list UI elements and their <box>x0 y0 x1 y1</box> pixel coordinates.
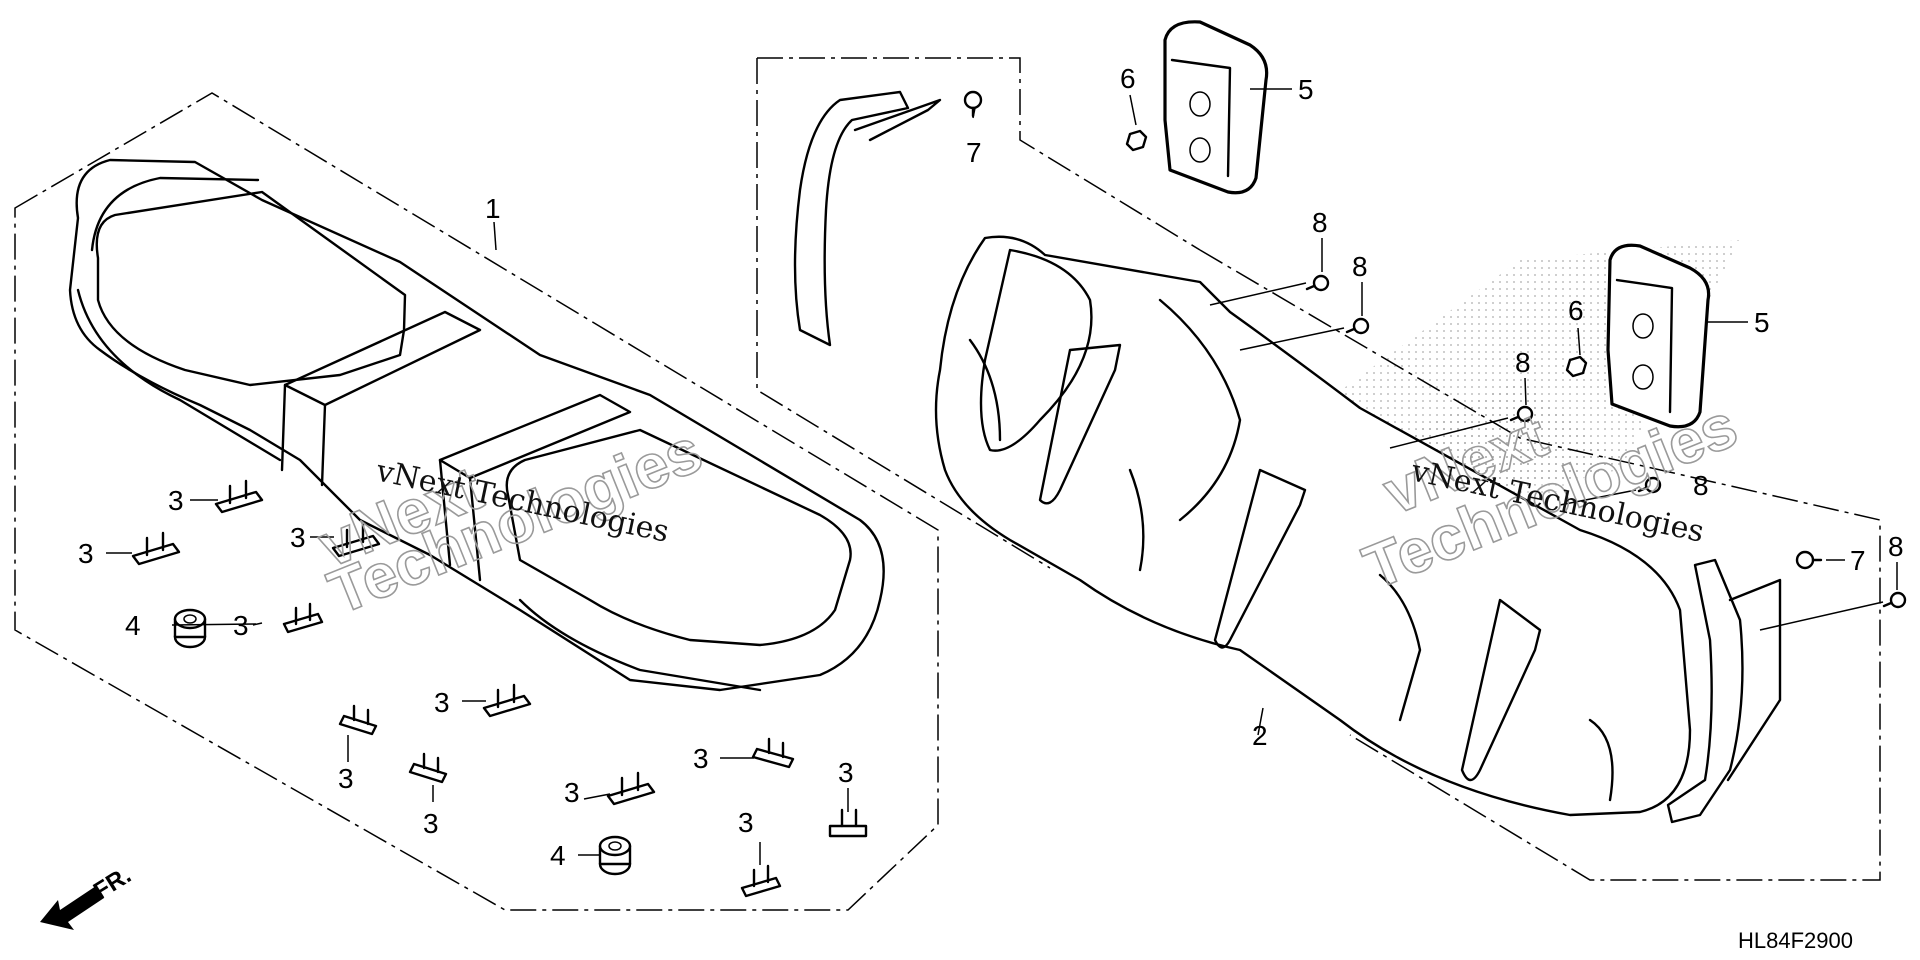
clip-part-3 <box>740 864 782 898</box>
label-part-3: 3 <box>564 777 580 808</box>
label-part-3: 3 <box>78 538 94 569</box>
nut-part-6 <box>1125 129 1148 152</box>
side-trim-left <box>793 90 942 347</box>
grommet-part-4 <box>173 608 207 649</box>
label-part-3: 3 <box>838 757 854 788</box>
seatback-cushion <box>934 235 1692 817</box>
bolt-part-8 <box>1509 405 1534 423</box>
bolt-part-8 <box>1345 317 1370 335</box>
bolt-part-7 <box>963 90 983 118</box>
label-part-5: 5 <box>1298 74 1314 105</box>
label-part-3: 3 <box>233 610 249 641</box>
label-part-8: 8 <box>1312 207 1328 238</box>
pad-part-5-upper <box>1163 20 1269 195</box>
bolt-part-7 <box>1795 550 1823 570</box>
seatback-group-outline <box>756 57 1881 881</box>
seat-cushion <box>68 158 885 692</box>
leader-lines <box>106 88 1898 865</box>
bolt-part-8 <box>1305 274 1330 292</box>
label-part-3: 3 <box>693 743 709 774</box>
label-part-5: 5 <box>1754 307 1770 338</box>
fastener-group <box>963 90 1907 609</box>
grommet-part-4 <box>598 835 632 876</box>
clip-part-3 <box>828 808 868 838</box>
clip-part-3 <box>751 737 795 769</box>
nut-part-6 <box>1565 355 1588 378</box>
label-part-4: 4 <box>125 610 141 641</box>
label-part-3: 3 <box>290 522 306 553</box>
label-part-2: 2 <box>1252 720 1268 751</box>
label-part-3: 3 <box>738 807 754 838</box>
side-trim-right <box>1666 558 1782 824</box>
label-part-3: 3 <box>434 687 450 718</box>
clip-part-3 <box>214 479 264 514</box>
label-part-6: 6 <box>1120 63 1136 94</box>
label-part-7: 7 <box>966 137 982 168</box>
label-part-8: 8 <box>1352 251 1368 282</box>
pad-part-5-lower <box>1606 243 1711 429</box>
clip-group <box>131 479 868 898</box>
front-arrow-icon <box>40 886 104 930</box>
label-part-1: 1 <box>485 193 501 224</box>
clip-part-3 <box>338 704 378 736</box>
label-part-6: 6 <box>1568 295 1584 326</box>
diagram-code: HL84F2900 <box>1738 928 1853 953</box>
clip-part-3 <box>282 602 324 634</box>
label-part-8: 8 <box>1888 531 1904 562</box>
clip-part-3 <box>131 531 181 566</box>
label-part-3: 3 <box>168 485 184 516</box>
label-part-8: 8 <box>1693 470 1709 501</box>
clip-part-3 <box>331 523 381 558</box>
clip-part-3 <box>606 771 656 806</box>
label-part-8: 8 <box>1515 347 1531 378</box>
front-arrow: FR. <box>40 862 136 930</box>
clip-part-3 <box>482 683 532 718</box>
grommet-group <box>173 608 632 876</box>
label-part-3: 3 <box>423 808 439 839</box>
clip-part-3 <box>408 752 448 784</box>
label-part-4: 4 <box>550 840 566 871</box>
label-part-3: 3 <box>338 763 354 794</box>
part-labels: 1 2 3 3 3 3 3 3 3 3 3 3 3 4 4 5 5 6 6 7 … <box>78 63 1904 871</box>
label-part-7: 7 <box>1850 545 1866 576</box>
bolt-part-8 <box>1637 476 1662 494</box>
bolt-part-8 <box>1882 591 1907 609</box>
seat-group-outline <box>14 92 939 911</box>
